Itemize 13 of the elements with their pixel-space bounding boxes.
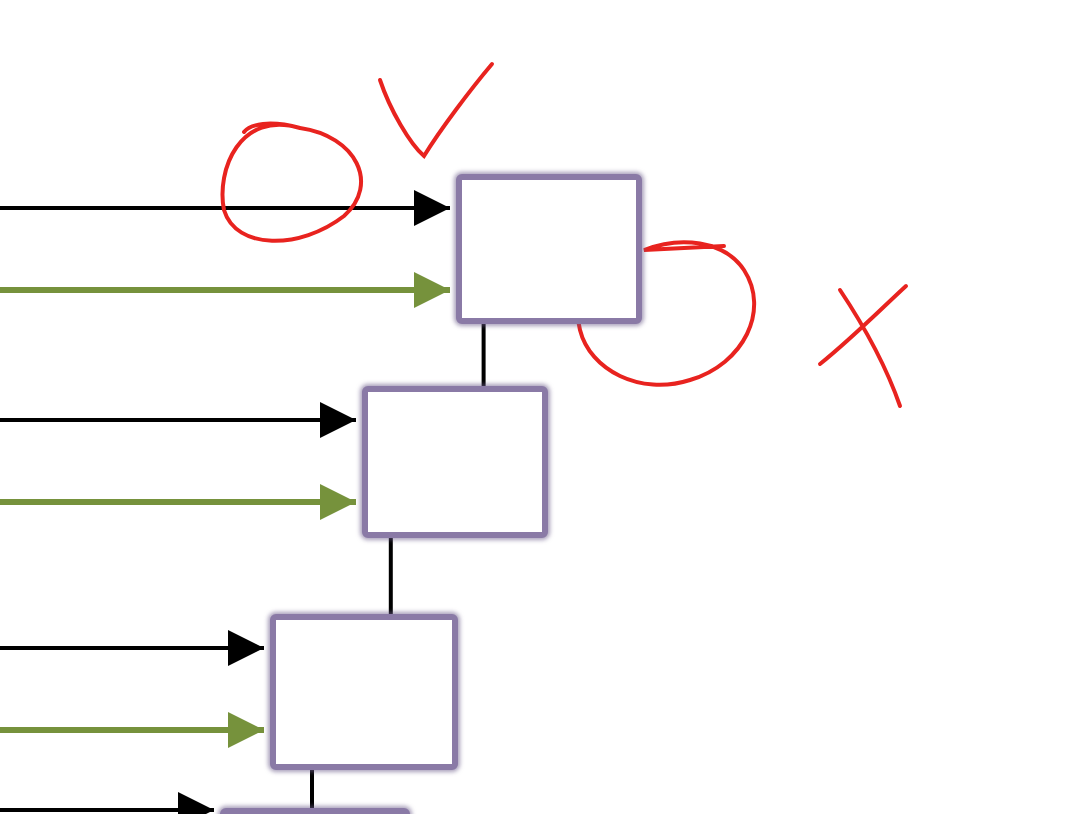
process-box (270, 614, 458, 770)
connector-line (388, 538, 393, 614)
process-box (456, 174, 642, 324)
arrow (0, 792, 214, 814)
arrow (0, 484, 356, 520)
arrow (0, 712, 264, 748)
arrow (0, 190, 450, 226)
arrow (0, 272, 450, 308)
process-box (362, 386, 548, 538)
connector-line (481, 324, 486, 386)
arrow (0, 630, 264, 666)
connector-line (310, 770, 314, 808)
arrow (0, 402, 356, 438)
